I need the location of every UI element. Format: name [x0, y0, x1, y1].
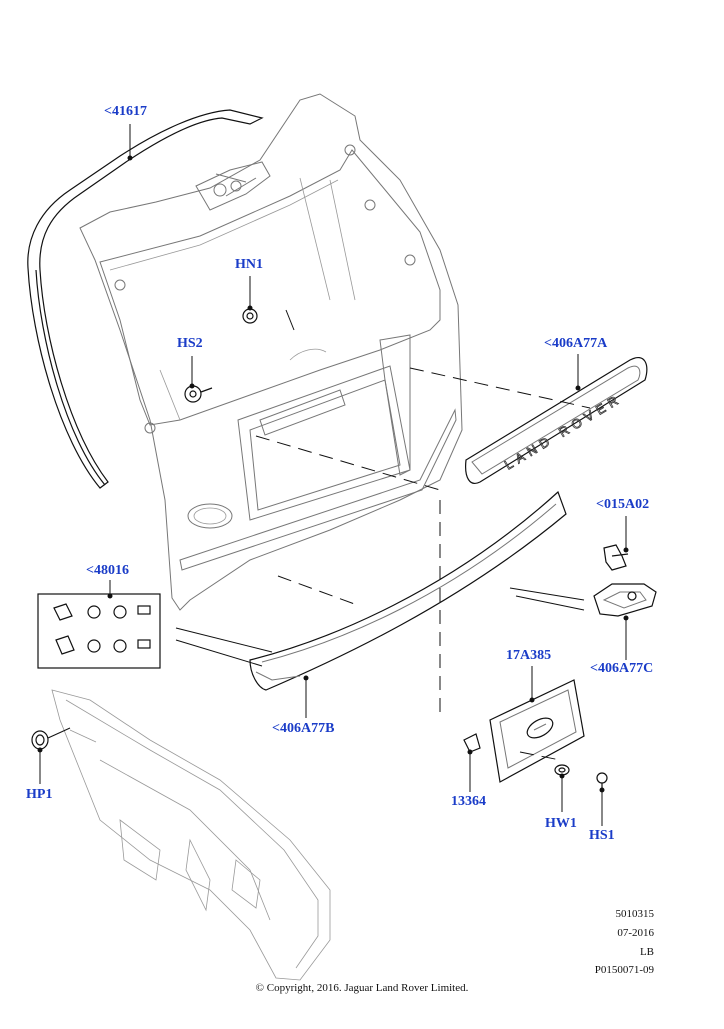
diagram-code: LB [639, 946, 654, 958]
land-rover-badge: LAND ROVER [465, 357, 648, 484]
diagram-ref-number: 5010315 [615, 908, 655, 920]
clip-kit-box [37, 593, 161, 669]
number-plate-lamp-bracket [489, 679, 585, 783]
callout-leaders [37, 124, 629, 826]
tailgate-finisher-strip [249, 490, 567, 691]
fastener-HN1 [242, 308, 258, 324]
callout-41617[interactable]: <41617 [104, 104, 147, 119]
switch-406A77C [593, 583, 657, 617]
tailgate-seal [27, 109, 264, 489]
callout-HW1[interactable]: HW1 [545, 816, 577, 831]
callout-13364[interactable]: 13364 [451, 794, 486, 809]
callout-17A385[interactable]: 17A385 [506, 648, 552, 663]
callout-406A77B[interactable]: <406A77B [272, 721, 335, 736]
fastener-13364 [463, 733, 481, 753]
callout-406A77C[interactable]: <406A77C [590, 661, 654, 676]
fastener-HS2 [184, 385, 213, 403]
callout-HS2[interactable]: HS2 [177, 336, 203, 351]
callout-406A77A[interactable]: <406A77A [544, 336, 608, 351]
clip-015A02 [603, 544, 629, 571]
tailgate-inner-panel [51, 689, 331, 981]
callout-48016[interactable]: <48016 [86, 563, 129, 578]
diagram-id: P0150071-09 [594, 964, 654, 976]
screw-HS1 [596, 772, 608, 790]
copyright-notice: © Copyright, 2016. Jaguar Land Rover Lim… [255, 982, 469, 994]
diagram-date: 07-2016 [617, 927, 654, 939]
callout-HP1[interactable]: HP1 [26, 787, 53, 802]
callout-HS1[interactable]: HS1 [589, 828, 615, 843]
callout-HN1[interactable]: HN1 [235, 257, 263, 272]
assembly-lines [47, 309, 591, 761]
plug-HP1 [31, 730, 49, 750]
tailgate-panel [79, 93, 463, 611]
badge-lettering: LAND ROVER [502, 390, 625, 472]
callout-015A02[interactable]: <015A02 [596, 497, 650, 512]
